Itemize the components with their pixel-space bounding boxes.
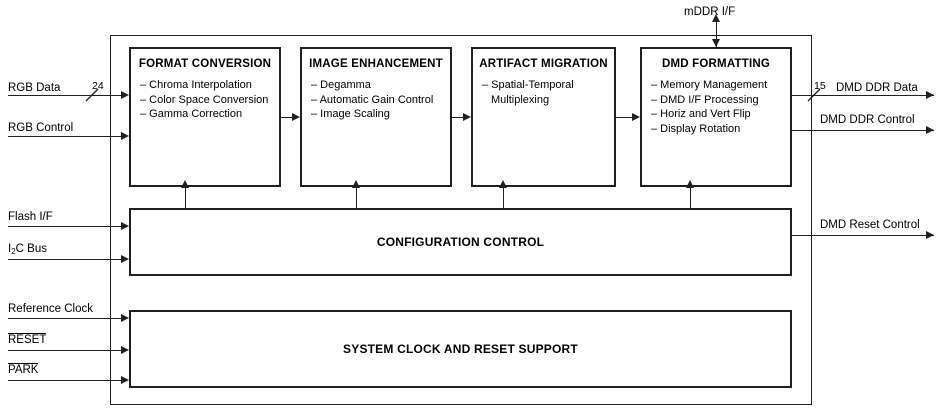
block-image-enhancement-title: IMAGE ENHANCEMENT (309, 58, 443, 70)
mddr-to-dmd-line (716, 22, 717, 47)
configuration-control-label: CONFIGURATION CONTROL (376, 235, 545, 249)
link-format-to-enhancement (281, 117, 293, 118)
i2c-bus-arrow (121, 254, 129, 263)
bullet: Multiplexing (491, 93, 550, 106)
bullet: – Automatic Gain Control (311, 93, 434, 106)
block-artifact-migration-title: ARTIFACT MIGRATION (479, 58, 608, 70)
config-to-dmd-arrow (685, 180, 694, 188)
config-to-artifact-line (503, 187, 504, 208)
rgb-control-label: RGB Control (8, 122, 74, 134)
reset-label: RESET (8, 333, 47, 346)
reference-clock-line (8, 318, 121, 319)
block-format-conversion-items: – Chroma Interpolation – Color Space Con… (140, 78, 279, 122)
rgb-data-bus-width: 24 (92, 80, 104, 92)
flash-if-label: Flash I/F (8, 211, 53, 223)
block-dmd-formatting: DMD FORMATTING – Memory Management – DMD… (640, 47, 792, 187)
dmd-reset-control-label: DMD Reset Control (820, 219, 920, 231)
rgb-data-arrow (121, 90, 129, 99)
reference-clock-label: Reference Clock (8, 303, 94, 315)
dmd-ddr-control-line (792, 130, 934, 131)
bullet: – Display Rotation (651, 122, 741, 135)
mddr-if-label: mDDR I/F (684, 6, 736, 18)
mddr-if-arrow-up (711, 14, 720, 22)
reference-clock-arrow (121, 313, 129, 322)
dmd-ddr-data-label: DMD DDR Data (836, 82, 918, 94)
bullet: – Gamma Correction (140, 108, 243, 120)
dmd-ddr-data-arrow (926, 90, 934, 99)
config-to-format-arrow (180, 180, 189, 188)
dmd-ddr-control-arrow (926, 125, 934, 134)
block-dmd-formatting-title: DMD FORMATTING (662, 58, 770, 70)
link-artifact-to-dmd-arrow (632, 112, 640, 121)
flash-if-line (8, 226, 121, 227)
link-format-to-enhancement-arrow (292, 112, 300, 121)
block-format-conversion: FORMAT CONVERSION – Chroma Interpolation… (129, 47, 281, 187)
mddr-if-arrow-down (711, 39, 720, 47)
link-artifact-to-dmd (616, 117, 632, 118)
rgb-control-line (8, 136, 121, 137)
bullet: – Degamma (311, 79, 371, 91)
dmd-ddr-data-bus-width: 15 (814, 80, 826, 92)
reset-arrow (121, 345, 129, 354)
park-arrow (121, 375, 129, 384)
bullet: – Memory Management (651, 79, 768, 91)
rgb-control-arrow (121, 131, 129, 140)
block-image-enhancement-items: – Degamma – Automatic Gain Control – Ima… (311, 78, 450, 122)
block-configuration-control: CONFIGURATION CONTROL (129, 208, 792, 276)
block-system-clock: SYSTEM CLOCK AND RESET SUPPORT (129, 310, 792, 388)
i2c-bus-label: I2C Bus (8, 243, 47, 256)
block-artifact-migration-items: – Spatial-Temporal Multiplexing (482, 78, 614, 107)
dmd-ddr-data-line (792, 95, 934, 96)
config-to-artifact-arrow (498, 180, 507, 188)
reset-line (8, 350, 121, 351)
config-to-format-line (185, 187, 186, 208)
block-format-conversion-title: FORMAT CONVERSION (138, 58, 272, 70)
block-artifact-migration: ARTIFACT MIGRATION – Spatial-Temporal Mu… (471, 47, 616, 187)
bullet: – Horiz and Vert Flip (651, 108, 751, 120)
dmd-ddr-control-label: DMD DDR Control (820, 114, 915, 126)
bullet: – Chroma Interpolation (140, 79, 252, 91)
flash-if-arrow (121, 221, 129, 230)
dmd-reset-control-arrow (926, 230, 934, 239)
bullet: – Image Scaling (311, 108, 390, 120)
rgb-data-label: RGB Data (8, 82, 61, 94)
system-clock-label: SYSTEM CLOCK AND RESET SUPPORT (343, 342, 578, 356)
bullet: – Color Space Conversion (140, 93, 269, 106)
i2c-bus-line (8, 259, 121, 260)
bullet: – DMD I/F Processing (651, 93, 759, 106)
config-to-enhancement-line (356, 187, 357, 208)
link-enhancement-to-artifact (452, 117, 464, 118)
block-image-enhancement: IMAGE ENHANCEMENT – Degamma – Automatic … (300, 47, 452, 187)
park-label: PARK (8, 363, 39, 376)
park-line (8, 380, 121, 381)
rgb-data-line (8, 95, 121, 96)
bullet: – Spatial-Temporal (482, 79, 574, 91)
block-dmd-formatting-items: – Memory Management – DMD I/F Processing… (651, 78, 790, 136)
dmd-reset-control-line (792, 235, 934, 236)
config-to-enhancement-arrow (351, 180, 360, 188)
rgb-data-bus-slash-icon (85, 88, 99, 102)
dmd-ddr-data-bus-slash-icon (807, 88, 821, 102)
config-to-dmd-line (690, 187, 691, 208)
link-enhancement-to-artifact-arrow (463, 112, 471, 121)
